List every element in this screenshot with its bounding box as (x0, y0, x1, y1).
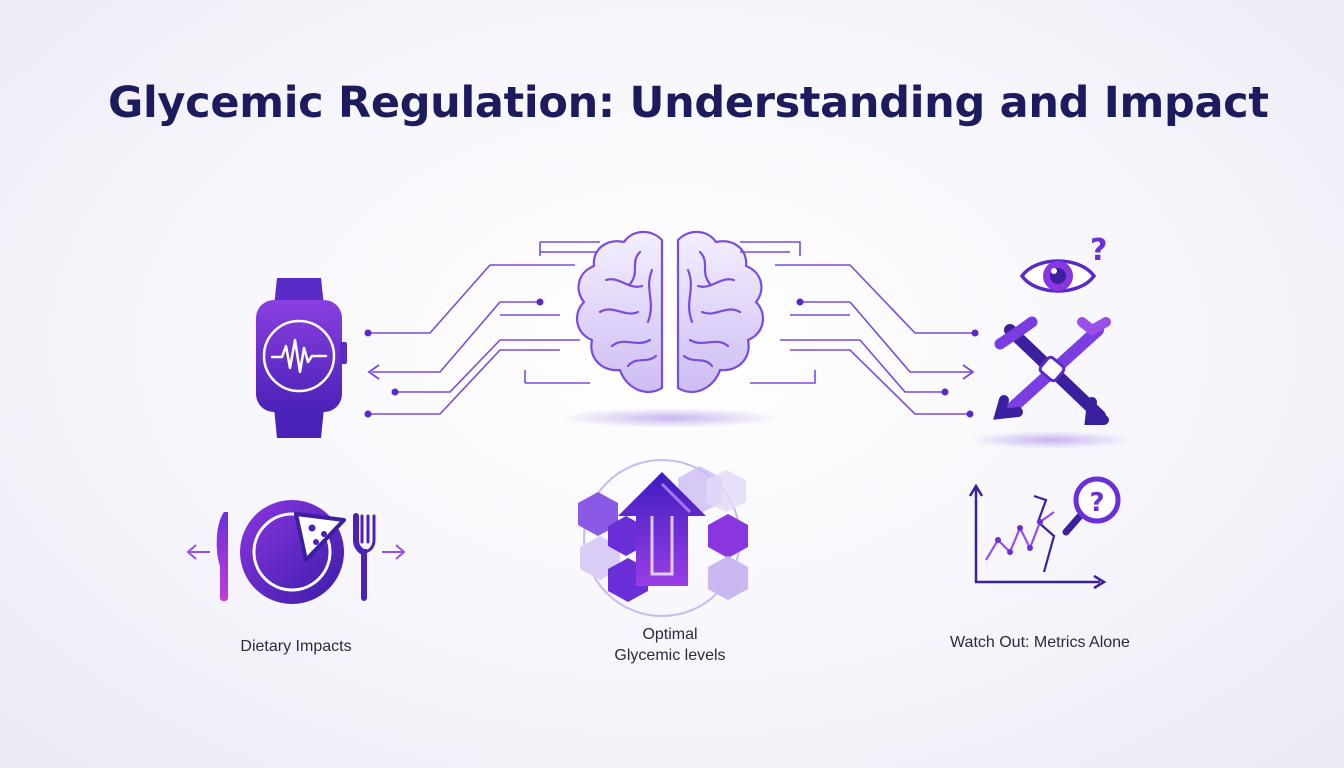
page-title: Glycemic Regulation: Understanding and I… (108, 78, 1269, 128)
brain-shadow (560, 408, 780, 428)
caption-dietary-impacts: Dietary Impacts (240, 638, 352, 655)
up-arrow-hexagon-icon (578, 459, 748, 617)
chart-magnifier-icon (968, 476, 1121, 590)
pizza-slice-icon (294, 512, 346, 562)
right-arrow-head-icon (962, 364, 975, 380)
eye-icon (1019, 259, 1097, 293)
crossed-tools-icon (993, 316, 1111, 425)
knife-icon (216, 512, 228, 601)
caption-optimal-line1: Optimal (642, 626, 698, 643)
caption-watch-out: Watch Out: Metrics Alone (950, 634, 1130, 651)
left-connector-nodes (364, 298, 544, 418)
left-arrow-icon (186, 544, 210, 560)
fork-icon (353, 513, 376, 601)
brain-icon (575, 230, 765, 394)
right-connector-nodes (796, 298, 979, 418)
caption-optimal-glycemic: Optimal Glycemic levels (570, 624, 770, 666)
caption-optimal-line2: Glycemic levels (614, 647, 726, 664)
left-connector-lines (368, 241, 600, 415)
magnifier-question-mark: ? (1089, 488, 1104, 518)
smartwatch-icon (256, 278, 347, 438)
right-arrow-icon (382, 544, 406, 560)
right-connector-lines (740, 241, 975, 415)
left-arrow-head-icon (367, 364, 380, 380)
plate-icon (186, 500, 406, 604)
eye-question-mark: ? (1090, 233, 1107, 268)
tools-shadow (970, 431, 1130, 449)
